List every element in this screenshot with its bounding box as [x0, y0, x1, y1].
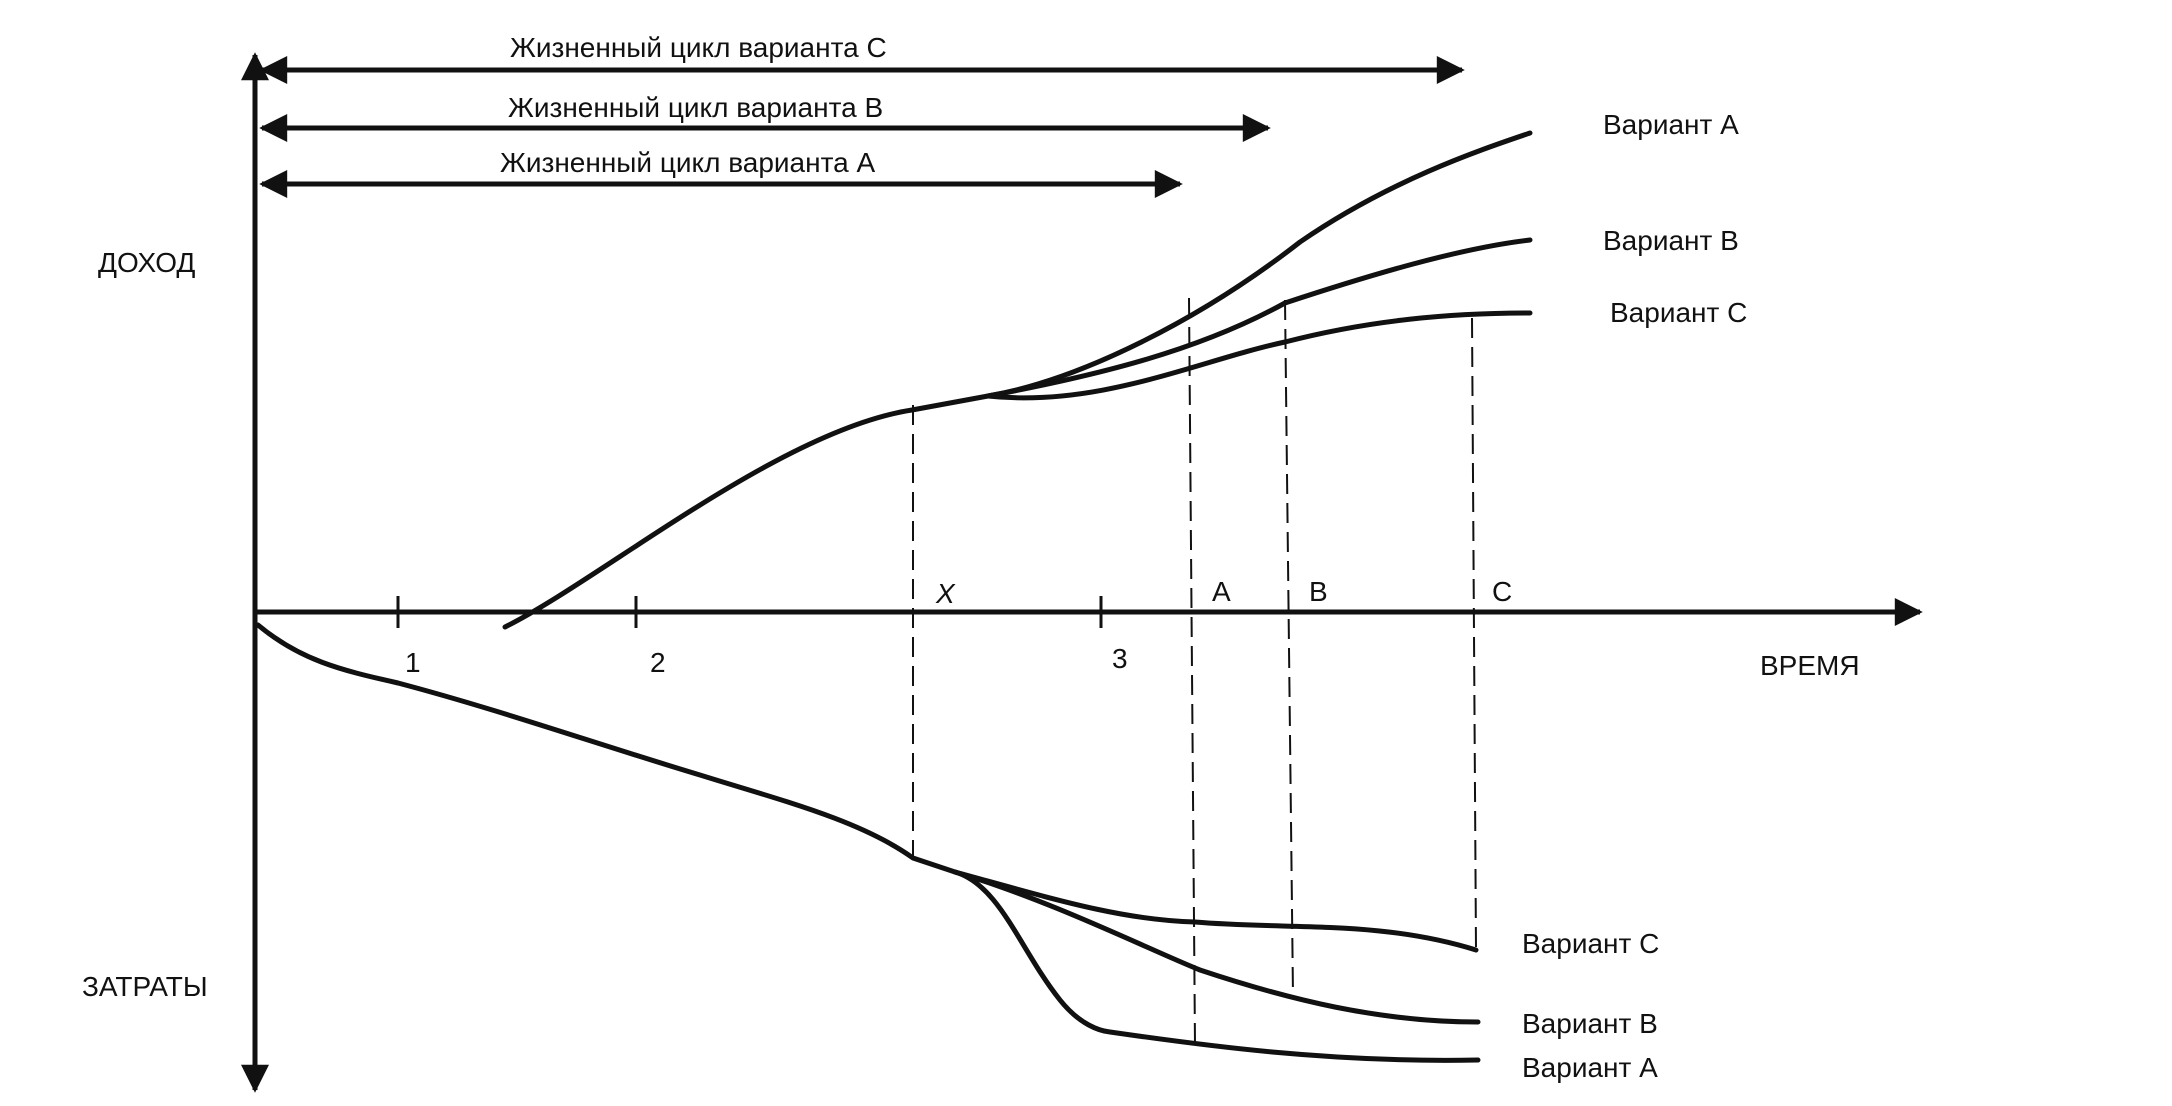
- costs-axis-label: ЗАТРАТЫ: [82, 971, 208, 1002]
- lifecycle-c-label: Жизненный цикл варианта С: [510, 32, 887, 63]
- marker-a-label: А: [1212, 576, 1231, 607]
- tick-1-label: 1: [405, 647, 421, 678]
- cost-label-a: Вариант А: [1522, 1052, 1658, 1083]
- tick-3-label: 3: [1112, 643, 1128, 674]
- time-axis-label: ВРЕМЯ: [1760, 650, 1860, 681]
- income-label-b: Вариант В: [1603, 225, 1739, 256]
- lifecycle-a-label: Жизненный цикл варианта А: [500, 147, 875, 178]
- marker-x-label: X: [935, 578, 956, 609]
- cost-curve-a: [952, 869, 1481, 1063]
- income-axis-label: ДОХОД: [98, 247, 195, 278]
- cost-label-c: Вариант С: [1522, 928, 1659, 959]
- income-curve-a: [985, 130, 1533, 399]
- income-curve-b: [985, 237, 1533, 399]
- guide-a: [1188, 297, 1196, 1046]
- marker-c-label: С: [1492, 576, 1512, 607]
- income-common-curve: [502, 393, 991, 630]
- tick-2-label: 2: [650, 647, 666, 678]
- income-label-c: Вариант С: [1610, 297, 1747, 328]
- guide-b: [1284, 299, 1294, 997]
- income-curve-c: [985, 310, 1533, 401]
- guide-c: [1471, 317, 1477, 951]
- income-label-a: Вариант А: [1603, 109, 1739, 140]
- cost-common-curve: [255, 622, 958, 875]
- cost-curve-c: [952, 869, 1479, 953]
- cost-curve-b: [952, 869, 1481, 1025]
- lifecycle-b-label: Жизненный цикл варианта В: [508, 92, 883, 123]
- cost-label-b: Вариант В: [1522, 1008, 1658, 1039]
- marker-b-label: В: [1309, 576, 1328, 607]
